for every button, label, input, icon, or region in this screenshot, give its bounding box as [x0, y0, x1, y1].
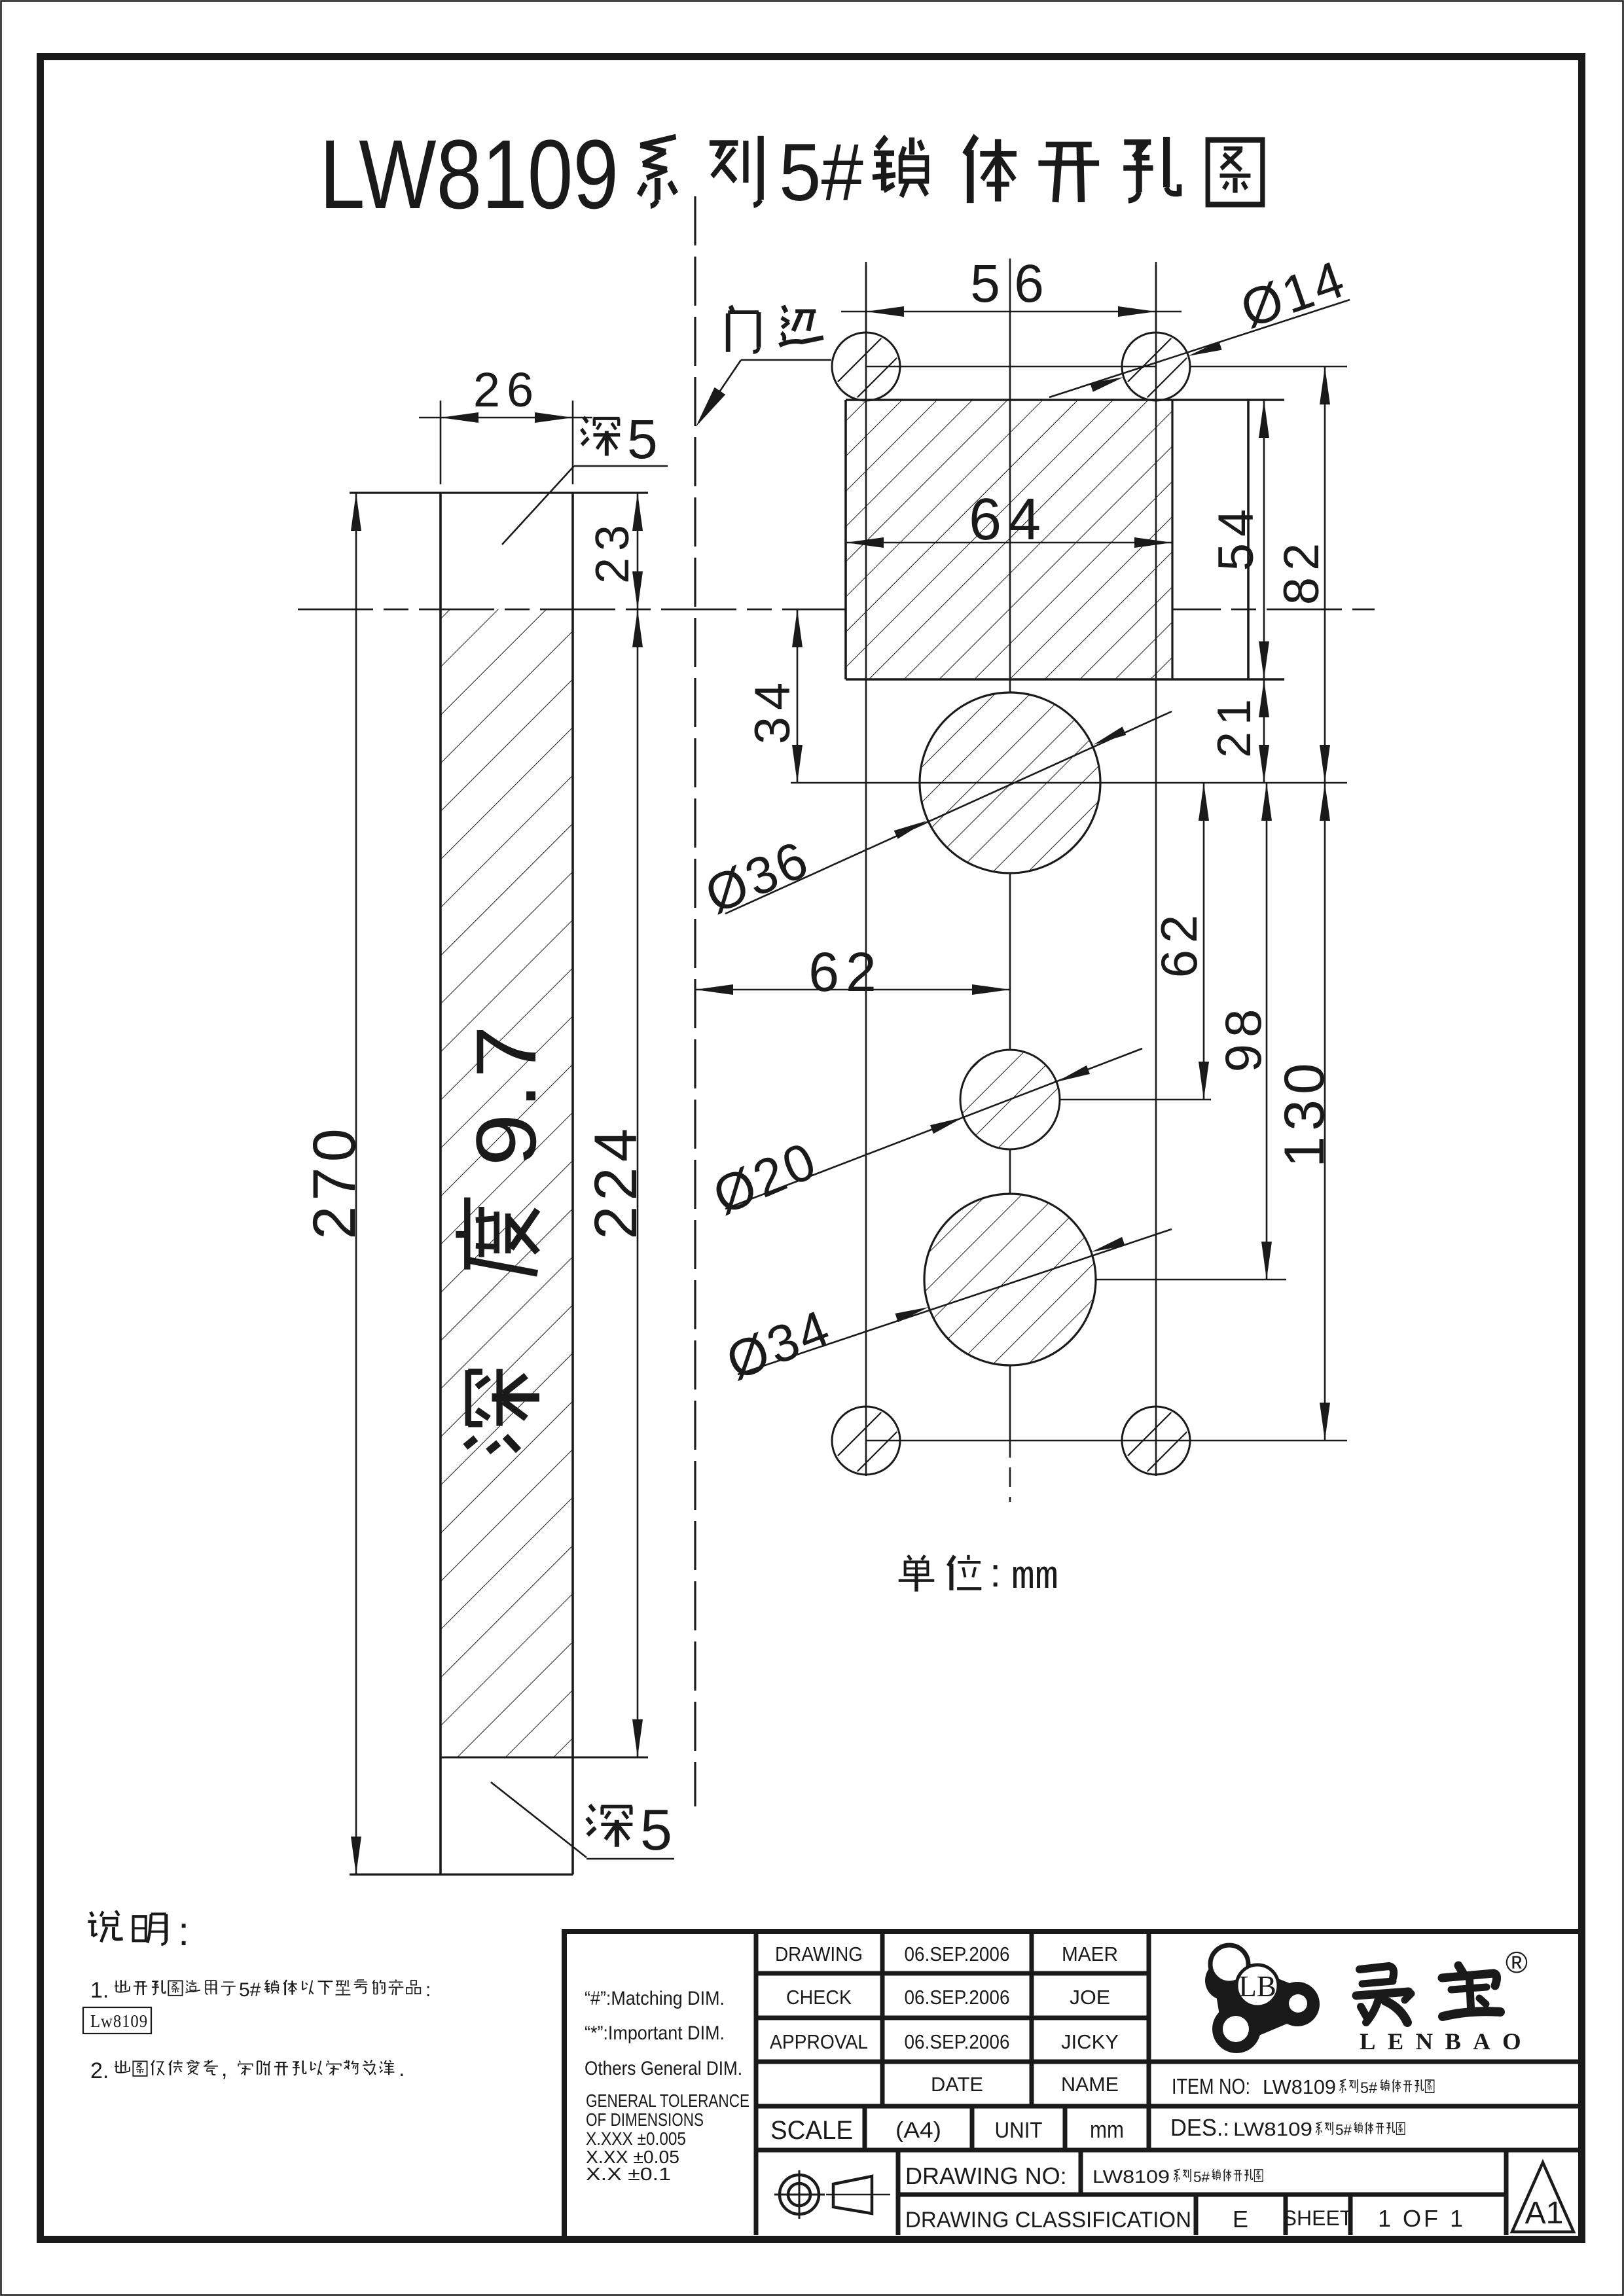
svg-text:62: 62: [1150, 908, 1208, 978]
svg-text:Lw8109: Lw8109: [90, 2011, 148, 2031]
svg-text:06.SEP.2006: 06.SEP.2006: [905, 2030, 1010, 2053]
svg-text:MAER: MAER: [1062, 1943, 1118, 1965]
svg-text:5: 5: [970, 254, 1000, 314]
svg-text:ITEM NO:: ITEM NO:: [1172, 2074, 1250, 2098]
svg-text:224: 224: [583, 1123, 649, 1240]
svg-text:34: 34: [745, 676, 801, 745]
svg-text:LW8109: LW8109: [1233, 2119, 1312, 2140]
svg-text:SHEET: SHEET: [1283, 2206, 1353, 2230]
svg-text:E: E: [1233, 2206, 1248, 2233]
svg-text::: :: [425, 1979, 431, 2001]
svg-text::: :: [178, 1909, 189, 1954]
svg-text:06.SEP.2006: 06.SEP.2006: [905, 1943, 1010, 1965]
svg-text:CHECK: CHECK: [786, 1986, 852, 2009]
svg-text:82: 82: [1274, 537, 1329, 605]
svg-text:“*”:Important DIM.: “*”:Important DIM.: [585, 2022, 725, 2044]
svg-text:mm: mm: [1090, 2116, 1124, 2143]
svg-text:X.XXX ±0.005: X.XXX ±0.005: [586, 2128, 686, 2149]
svg-text:A1: A1: [1525, 2196, 1564, 2231]
svg-text:.: .: [399, 2056, 405, 2081]
svg-text:06.SEP.2006: 06.SEP.2006: [905, 1986, 1010, 2009]
svg-text:5#: 5#: [239, 1979, 261, 2001]
svg-text:21: 21: [1208, 692, 1261, 758]
svg-text:6: 6: [1014, 254, 1044, 314]
svg-text:LB: LB: [1238, 1970, 1276, 2003]
svg-text:64: 64: [969, 487, 1047, 552]
svg-text:LW8109: LW8109: [1263, 2075, 1336, 2098]
svg-text:2.: 2.: [90, 2058, 109, 2083]
svg-text:OF DIMENSIONS: OF DIMENSIONS: [586, 2109, 704, 2130]
svg-text:5#: 5#: [1193, 2168, 1210, 2185]
svg-text:DES.:: DES.:: [1170, 2114, 1229, 2141]
svg-text:23: 23: [586, 518, 639, 584]
svg-text:130: 130: [1273, 1058, 1336, 1168]
svg-text:mm: mm: [1011, 1556, 1058, 1600]
svg-text:Others General DIM.: Others General DIM.: [585, 2058, 742, 2079]
svg-text:5#: 5#: [1335, 2121, 1352, 2138]
svg-text:1.: 1.: [90, 1978, 109, 2003]
svg-text:5: 5: [627, 408, 658, 470]
svg-text:26: 26: [473, 363, 540, 417]
svg-text:DRAWING: DRAWING: [775, 1943, 863, 1965]
svg-text:DRAWING NO:: DRAWING NO:: [905, 2162, 1067, 2189]
svg-text:UNIT: UNIT: [995, 2118, 1043, 2143]
svg-text:62: 62: [808, 941, 882, 1003]
svg-text:GENERAL TOLERANCE: GENERAL TOLERANCE: [586, 2090, 749, 2111]
svg-text:SCALE: SCALE: [770, 2116, 853, 2145]
svg-text:(A4): (A4): [895, 2118, 941, 2143]
svg-text:JOE: JOE: [1070, 1986, 1110, 2009]
svg-text:9.7: 9.7: [458, 1021, 554, 1166]
svg-text:“#”:Matching DIM.: “#”:Matching DIM.: [585, 1988, 725, 2009]
svg-text:LW8109: LW8109: [319, 119, 619, 229]
svg-text:DRAWING CLASSIFICATION: DRAWING CLASSIFICATION: [905, 2208, 1191, 2233]
svg-text:X.XX ±0.05: X.XX ±0.05: [586, 2147, 679, 2167]
svg-text:DATE: DATE: [931, 2073, 983, 2096]
svg-text:270: 270: [301, 1123, 368, 1240]
svg-text:®: ®: [1506, 1945, 1528, 1979]
svg-text:98: 98: [1214, 1003, 1272, 1073]
svg-text:LENBAO: LENBAO: [1360, 2028, 1533, 2054]
svg-text::: :: [990, 1551, 1001, 1596]
svg-text:5#: 5#: [779, 128, 863, 218]
svg-text:5: 5: [640, 1797, 672, 1862]
svg-text:54: 54: [1208, 503, 1264, 571]
svg-text:1 OF 1: 1 OF 1: [1378, 2205, 1466, 2232]
svg-text:JICKY: JICKY: [1061, 2030, 1119, 2053]
svg-text:X.X ±0.1: X.X ±0.1: [586, 2164, 671, 2184]
svg-text:NAME: NAME: [1061, 2073, 1119, 2096]
svg-text:,: ,: [221, 2056, 227, 2081]
svg-text:APPROVAL: APPROVAL: [770, 2030, 868, 2053]
svg-text:LW8109: LW8109: [1092, 2166, 1170, 2187]
svg-text:5#: 5#: [1360, 2079, 1378, 2097]
